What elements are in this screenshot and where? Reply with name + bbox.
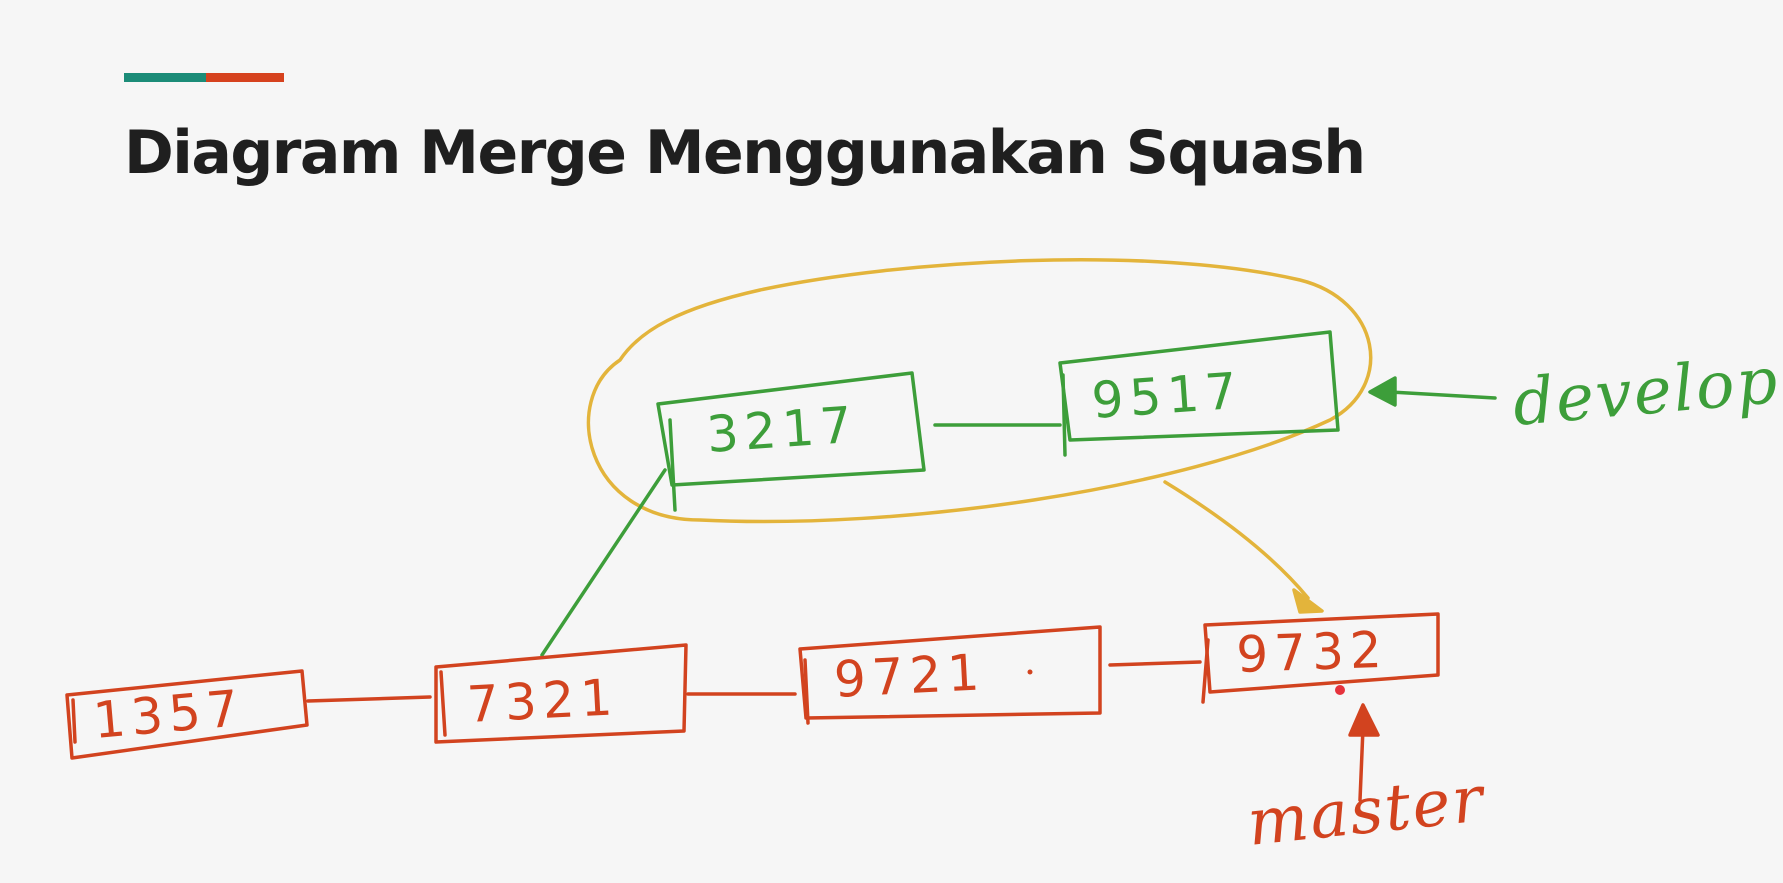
commit-node-7321: 7321 xyxy=(434,643,688,744)
commit-tick xyxy=(668,418,677,512)
commit-id: 1357 xyxy=(91,679,247,750)
page-title: Diagram Merge Menggunakan Squash xyxy=(124,118,1366,188)
commit-node-9732: 9732 xyxy=(1201,612,1440,704)
commit-node-3217: 3217 xyxy=(656,371,926,512)
squash-arrow-line xyxy=(1163,480,1310,600)
commit-node-1357: 1357 xyxy=(65,669,309,760)
commit-tick xyxy=(1201,638,1210,704)
master-link-1 xyxy=(306,695,432,703)
commit-id: 9517 xyxy=(1090,362,1245,430)
commit-tick xyxy=(439,670,447,737)
commit-tick xyxy=(1061,373,1067,457)
commit-box xyxy=(434,643,688,744)
develop-pointer-head xyxy=(1368,376,1397,407)
ink-dot xyxy=(1027,669,1033,675)
squash-arrow-head xyxy=(1292,588,1324,614)
commit-id: 3217 xyxy=(705,396,860,464)
cursor-dot xyxy=(1335,685,1345,695)
title-accent-bar xyxy=(124,73,284,82)
commit-id: 9732 xyxy=(1235,621,1388,684)
commit-id: 9721 xyxy=(833,643,987,709)
squash-ellipse xyxy=(586,258,1373,524)
master-pointer-head xyxy=(1348,703,1380,737)
commit-node-9517: 9517 xyxy=(1058,330,1340,457)
master-link-3 xyxy=(1108,660,1202,667)
branch-link xyxy=(540,468,667,657)
accent-right xyxy=(206,73,284,82)
commit-box xyxy=(798,625,1102,720)
commit-id: 7321 xyxy=(466,668,620,734)
commit-box xyxy=(1203,612,1440,694)
commit-box xyxy=(1058,330,1340,442)
commit-tick xyxy=(803,658,810,725)
commit-box xyxy=(65,669,309,760)
commit-box xyxy=(656,371,926,487)
develop-pointer-line xyxy=(1388,390,1497,400)
master-label: master xyxy=(1244,762,1490,861)
commit-tick xyxy=(71,698,77,744)
commit-node-9721: 9721 xyxy=(798,625,1102,725)
accent-left xyxy=(124,73,206,82)
develop-label: develop xyxy=(1510,344,1782,441)
master-pointer-line xyxy=(1358,726,1365,802)
